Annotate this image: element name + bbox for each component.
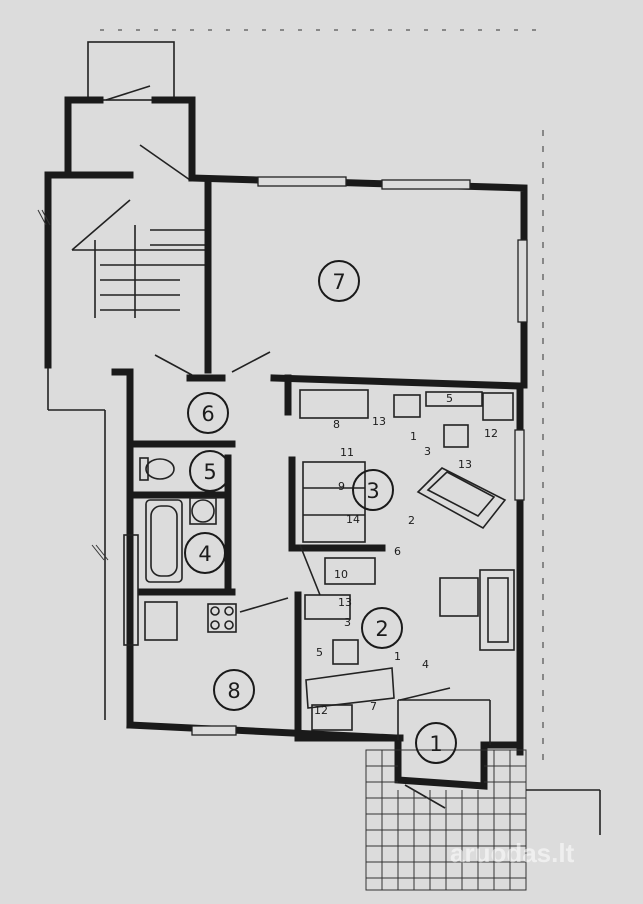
room-2-label: 2 — [375, 617, 388, 641]
furniture-mark: 5 — [316, 646, 323, 659]
furniture-mark: 12 — [314, 704, 328, 717]
room-2-marker: 2 — [361, 607, 403, 649]
furniture-mark: 14 — [346, 513, 360, 526]
furniture-mark: 2 — [408, 514, 415, 527]
room-7-walls — [154, 174, 528, 389]
room-7-label: 7 — [332, 270, 345, 294]
room-3-marker: 3 — [352, 469, 394, 511]
room-8-marker: 8 — [213, 669, 255, 711]
room-4-label: 4 — [198, 542, 211, 566]
room-3-label: 3 — [366, 479, 379, 503]
furniture-mark: 12 — [484, 427, 498, 440]
furniture-mark: 11 — [340, 446, 354, 459]
core-walls — [111, 368, 236, 729]
entrance — [365, 687, 601, 891]
room-1-marker: 1 — [415, 722, 457, 764]
furniture-mark: 3 — [424, 445, 431, 458]
furniture-mark: 6 — [394, 545, 401, 558]
furniture-mark: 13 — [372, 415, 386, 428]
furniture-mark: 7 — [370, 700, 377, 713]
kitchen-walls — [126, 591, 399, 742]
room-1-label: 1 — [429, 732, 442, 756]
furniture-marks: 8 13 5 1 3 12 13 11 9 14 2 6 10 13 3 5 1… — [314, 392, 498, 717]
furniture-mark: 9 — [338, 480, 345, 493]
furniture-mark: 3 — [344, 616, 351, 629]
watermark: aruodas.lt — [450, 838, 575, 868]
furniture-mark: 13 — [458, 458, 472, 471]
furniture-mark: 1 — [410, 430, 417, 443]
furniture-mark: 10 — [334, 568, 348, 581]
room-markers: 1 2 3 4 5 6 7 8 — [184, 260, 457, 764]
room-4-marker: 4 — [184, 532, 226, 574]
furniture-mark: 1 — [394, 650, 401, 663]
furniture-mark: 4 — [422, 658, 429, 671]
furniture-mark: 8 — [333, 418, 340, 431]
room-7-marker: 7 — [318, 260, 360, 302]
stairwell — [37, 41, 205, 720]
room-8-label: 8 — [227, 679, 240, 703]
room-6-marker: 6 — [187, 392, 229, 434]
room-6-label: 6 — [201, 402, 214, 426]
rooms-2-3-walls — [270, 374, 525, 756]
room-5-marker: 5 — [189, 450, 231, 492]
room-5-label: 5 — [203, 460, 216, 484]
furniture-mark: 13 — [338, 596, 352, 609]
furniture-mark: 5 — [446, 392, 453, 405]
page-dashes — [100, 29, 544, 760]
watermark-text: aruodas.lt — [450, 838, 575, 868]
